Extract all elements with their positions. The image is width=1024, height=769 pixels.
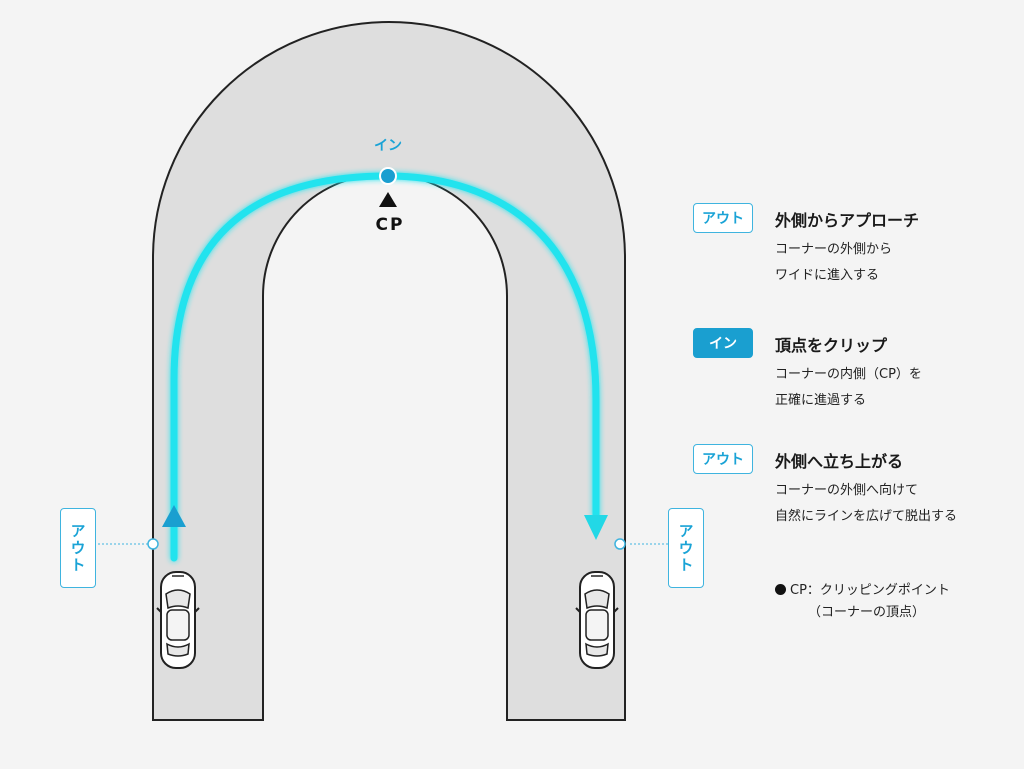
bullet-dot-icon: [775, 584, 786, 595]
legend-tag: アウト: [693, 444, 753, 474]
left-out-tag: アウト: [60, 508, 96, 588]
cp-note: CP：クリッピングポイント （コーナーの頂点）: [775, 580, 950, 624]
right-out-dot: [614, 538, 626, 550]
car-entry-icon: [156, 571, 200, 669]
legend-desc: コーナーの内側（CP）を 正確に進過する: [775, 367, 922, 408]
legend-tag: アウト: [693, 203, 753, 233]
legend-tag: イン: [693, 328, 753, 358]
cp-triangle-icon: [379, 192, 397, 207]
left-out-dot: [147, 538, 159, 550]
note-line2: （コーナーの頂点）: [808, 605, 926, 620]
legend-desc: コーナーの外側から ワイドに進入する: [775, 242, 893, 283]
clipping-point-marker: [379, 167, 397, 185]
legend-title: 頂点をクリップ: [775, 336, 888, 355]
top-in-label: イン: [374, 138, 402, 154]
legend-title: 外側へ立ち上がる: [775, 452, 904, 471]
car-exit-icon: [575, 571, 619, 669]
exit-arrow: [584, 515, 608, 540]
note-line1: CP：クリッピングポイント: [790, 583, 950, 598]
legend-title: 外側からアプローチ: [775, 211, 920, 230]
legend-desc: コーナーの外側へ向けて 自然にラインを広げて脱出する: [775, 483, 958, 524]
cp-label: CP: [376, 215, 405, 235]
road-surface: [152, 21, 626, 721]
right-out-tag: アウト: [668, 508, 704, 588]
entry-arrow: [162, 505, 186, 527]
